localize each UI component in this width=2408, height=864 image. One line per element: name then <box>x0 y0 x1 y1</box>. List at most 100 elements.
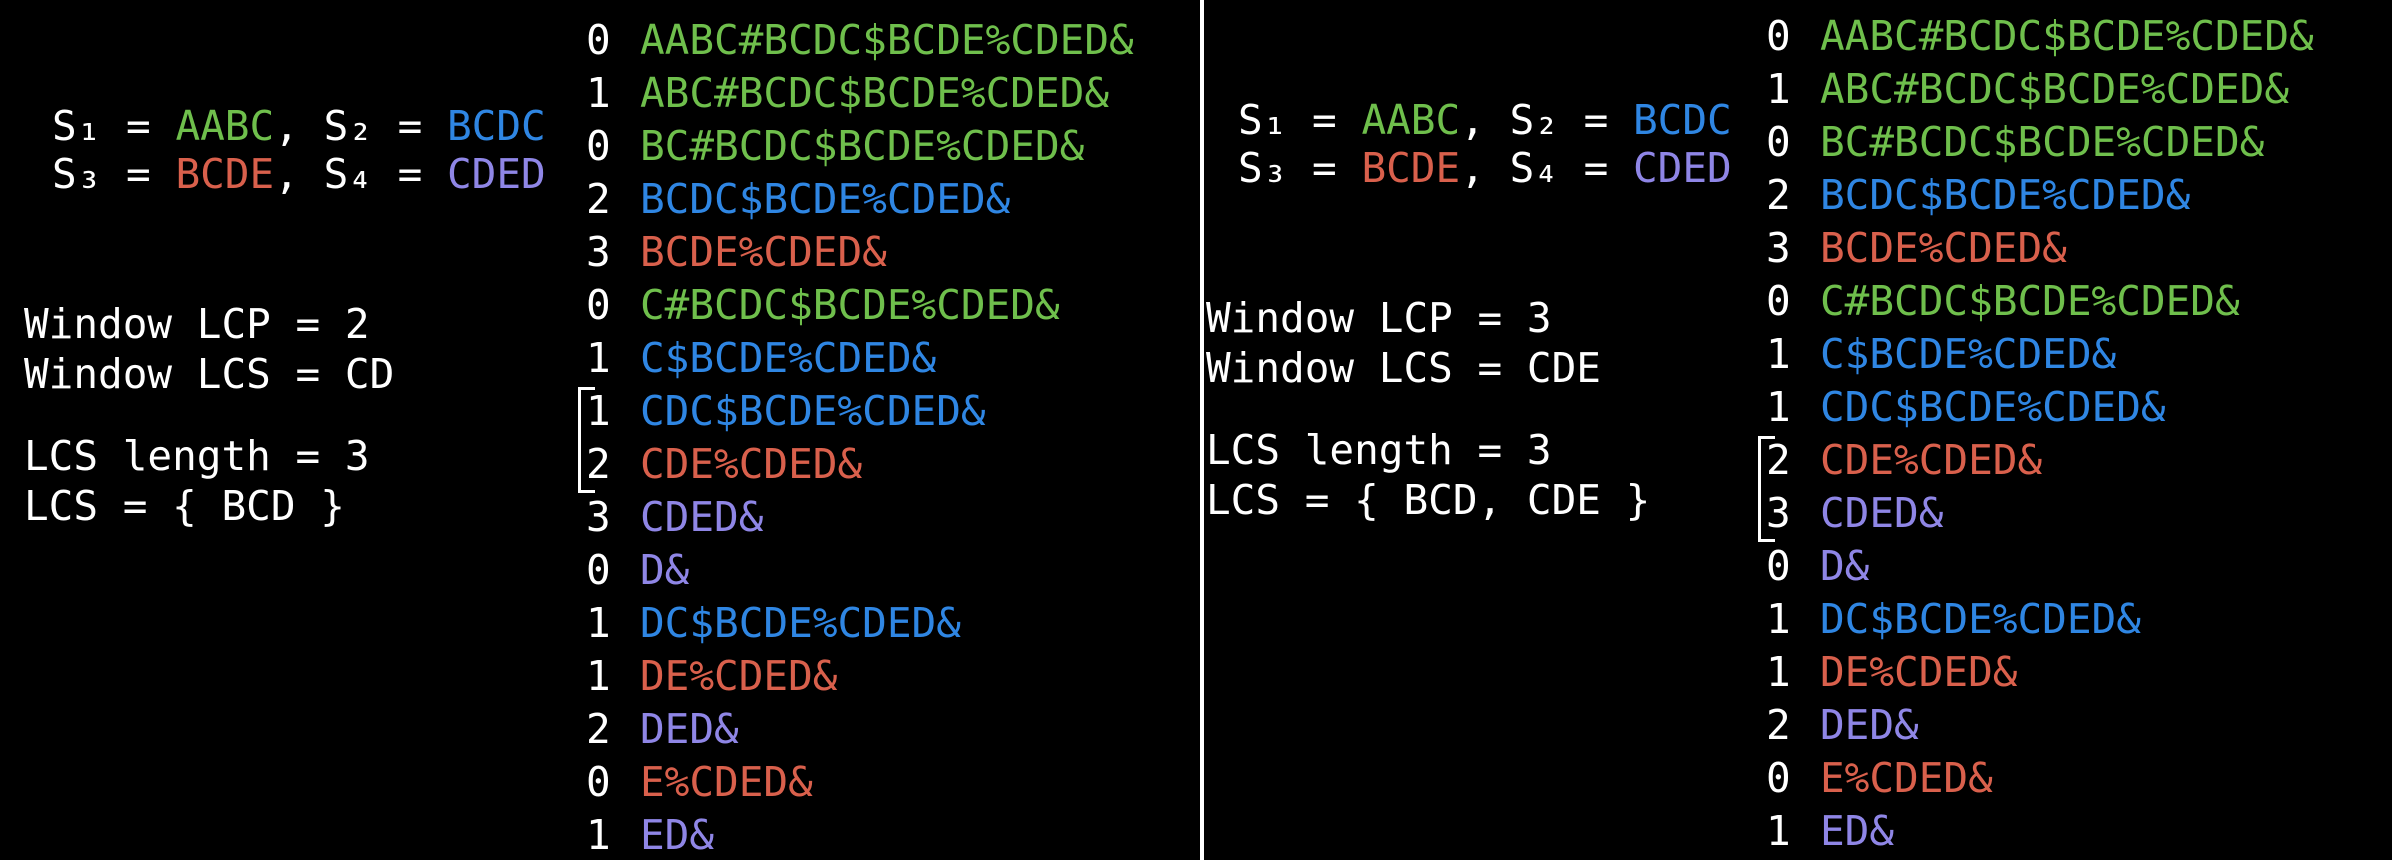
lcp-value: 0 <box>1766 12 1791 60</box>
suffix-text: CDC$BCDE%CDED& <box>1820 383 2166 431</box>
lcp-value: 0 <box>1766 754 1791 802</box>
suffix-text: DC$BCDE%CDED& <box>1820 595 2141 643</box>
strings-line-2: S₃ = BCDE, S₄ = CDED <box>52 150 546 198</box>
window-bracket <box>578 387 595 493</box>
suffix-text: BCDE%CDED& <box>640 228 887 276</box>
suffix-row: 1 C$BCDE%CDED& <box>1766 328 2314 381</box>
suffix-text: CDED& <box>640 493 764 541</box>
lcp-value: 1 <box>1766 807 1791 855</box>
s4-value: CDED <box>447 150 546 198</box>
suffix-row: 0 BC#BCDC$BCDE%CDED& <box>1766 116 2314 169</box>
s4-value: CDED <box>1633 144 1732 192</box>
lcp-value: 1 <box>586 811 611 859</box>
s3-value: BCDE <box>1361 144 1461 192</box>
window-lcp: Window LCP = 3 <box>1206 294 1552 342</box>
lcp-value: 0 <box>586 758 611 806</box>
lcp-value: 3 <box>1766 224 1791 272</box>
suffix-text: DE%CDED& <box>1820 648 2018 696</box>
lcp-value: 0 <box>1766 277 1791 325</box>
lcp-value: 0 <box>586 16 611 64</box>
suffix-text: BCDE%CDED& <box>1820 224 2067 272</box>
s4-label: S₄ <box>1509 144 1559 192</box>
lcs-set: LCS = { BCD } <box>24 482 345 530</box>
suffix-text: E%CDED& <box>640 758 813 806</box>
suffix-row: 2 BCDC$BCDE%CDED& <box>586 173 1134 226</box>
suffix-text: BC#BCDC$BCDE%CDED& <box>640 122 1085 170</box>
lcp-value: 0 <box>586 281 611 329</box>
suffix-text: C#BCDC$BCDE%CDED& <box>1820 277 2240 325</box>
suffix-text: DED& <box>1820 701 1919 749</box>
suffix-row: 1 DC$BCDE%CDED& <box>1766 593 2314 646</box>
suffix-row: 3 CDED& <box>586 491 1134 544</box>
suffix-row: 3 BCDE%CDED& <box>1766 222 2314 275</box>
lcp-value: 1 <box>586 334 611 382</box>
suffix-text: DED& <box>640 705 739 753</box>
lcs-length: LCS length = 3 <box>1206 426 1552 474</box>
lcp-value: 2 <box>586 175 611 223</box>
lcp-value: 2 <box>1766 701 1791 749</box>
strings-line-1: S₁ = AABC, S₂ = BCDC <box>52 102 546 150</box>
s1-label: S₁ <box>52 102 102 150</box>
lcp-value: 1 <box>586 69 611 117</box>
lcs-set: LCS = { BCD, CDE } <box>1206 476 1651 524</box>
suffix-text: CDC$BCDE%CDED& <box>640 387 986 435</box>
suffix-text: CDE%CDED& <box>640 440 863 488</box>
s2-value: BCDC <box>447 102 546 150</box>
suffix-row: 0 D& <box>1766 540 2314 593</box>
s1-value: AABC <box>1361 96 1461 144</box>
window-bracket <box>1758 436 1775 542</box>
suffix-text: C$BCDE%CDED& <box>1820 330 2117 378</box>
lcp-value: 1 <box>1766 595 1791 643</box>
s3-label: S₃ <box>1238 144 1288 192</box>
suffix-text: ED& <box>1820 807 1895 855</box>
suffix-text: C$BCDE%CDED& <box>640 334 937 382</box>
window-lcs: Window LCS = CDE <box>1206 344 1601 392</box>
s3-value: BCDE <box>175 150 275 198</box>
suffix-text: D& <box>1820 542 1870 590</box>
lcp-value: 1 <box>586 599 611 647</box>
suffix-row: 1 CDC$BCDE%CDED& <box>586 385 1134 438</box>
suffix-text: BC#BCDC$BCDE%CDED& <box>1820 118 2265 166</box>
suffix-text: E%CDED& <box>1820 754 1993 802</box>
window-lcs: Window LCS = CD <box>24 350 395 398</box>
suffix-row: 0 E%CDED& <box>586 756 1134 809</box>
s4-label: S₄ <box>323 150 373 198</box>
suffix-text: D& <box>640 546 690 594</box>
lcp-value: 1 <box>586 387 611 435</box>
suffix-row: 0 E%CDED& <box>1766 752 2314 805</box>
suffix-row: 0 C#BCDC$BCDE%CDED& <box>1766 275 2314 328</box>
s2-value: BCDC <box>1633 96 1732 144</box>
lcp-value: 1 <box>1766 330 1791 378</box>
left-panel: S₁ = AABC, S₂ = BCDC S₃ = BCDE, S₄ = CDE… <box>0 0 1200 860</box>
suffix-text: ABC#BCDC$BCDE%CDED& <box>1820 65 2289 113</box>
suffix-text: BCDC$BCDE%CDED& <box>640 175 1011 223</box>
strings-line-2: S₃ = BCDE, S₄ = CDED <box>1238 144 1732 192</box>
lcp-value: 1 <box>586 652 611 700</box>
lcp-value: 0 <box>1766 542 1791 590</box>
suffix-text: BCDC$BCDE%CDED& <box>1820 171 2191 219</box>
lcp-value: 3 <box>1766 489 1791 537</box>
s1-value: AABC <box>175 102 275 150</box>
lcs-length: LCS length = 3 <box>24 432 370 480</box>
suffix-text: AABC#BCDC$BCDE%CDED& <box>1820 12 2314 60</box>
suffix-text: CDED& <box>1820 489 1944 537</box>
lcp-value: 3 <box>586 493 611 541</box>
suffix-text: CDE%CDED& <box>1820 436 2043 484</box>
lcp-value: 0 <box>1766 118 1791 166</box>
